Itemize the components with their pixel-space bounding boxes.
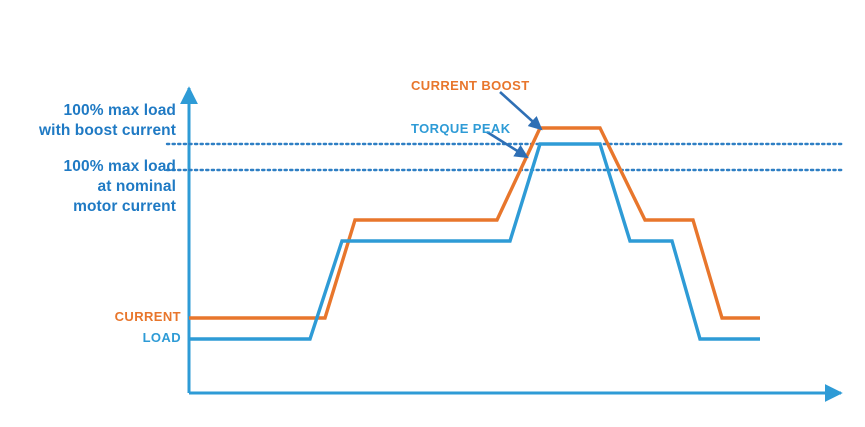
callout-arrow-torque-peak [486, 130, 529, 159]
axis-label-boost-load: 100% max load with boost current [39, 102, 176, 139]
series-line-load [189, 142, 760, 341]
callout-label-torque-peak: TORQUE PEAK [411, 121, 511, 136]
callout-arrow-current-boost [499, 91, 543, 131]
series-label-current: CURRENT [114, 309, 181, 324]
series-line-current [189, 126, 760, 320]
series-label-load: LOAD [142, 330, 181, 345]
callout-label-current-boost: CURRENT BOOST [411, 78, 530, 93]
axis-label-nominal-load: 100% max load at nominal motor current [63, 158, 176, 215]
